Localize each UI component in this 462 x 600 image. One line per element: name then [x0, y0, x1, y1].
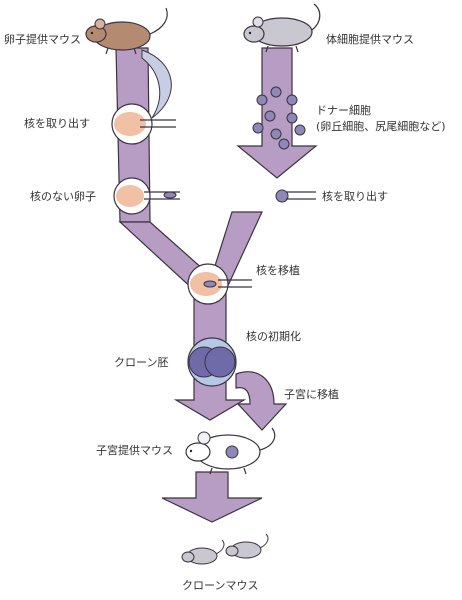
label-clone-mice: クローンマウス: [182, 579, 259, 592]
enucleated-egg: [113, 177, 180, 215]
egg-donor-mouse: [85, 7, 168, 55]
label-extract-nucleus-2: 核を取り出す: [322, 190, 388, 203]
somatic-donor-mouse: [243, 3, 321, 53]
label-surrogate-mouse: 子宮提供マウス: [96, 444, 173, 457]
curved-transfer-arrow: [235, 371, 288, 431]
surrogate-mouse: [185, 427, 276, 475]
egg-with-nucleus: [111, 103, 176, 145]
bottom-arrow: [161, 471, 263, 523]
label-clone-embryo: クローン胚: [114, 356, 169, 369]
label-donor-cells-examples: (卵丘細胞、尻尾細胞など): [316, 120, 446, 133]
label-egg-donor: 卵子提供マウス: [4, 33, 81, 46]
label-somatic-donor: 体細胞提供マウス: [326, 33, 414, 46]
egg-swoosh: [141, 49, 172, 119]
label-enucleated-egg: 核のない卵子: [30, 190, 96, 203]
label-extract-nucleus-1: 核を取り出す: [24, 117, 90, 130]
nuclear-transfer-egg: [187, 263, 252, 305]
clone-mice: [181, 533, 269, 565]
label-nuclear-transfer: 核を移植: [256, 264, 300, 277]
label-donor-cells: ドナー細胞: [316, 104, 371, 117]
label-reprogramming: 核の初期化: [246, 330, 301, 343]
clone-embryo: [187, 337, 237, 387]
donor-nucleus-extraction: [275, 189, 316, 203]
right-arrow: [236, 47, 318, 179]
donor-cells: [252, 86, 306, 150]
label-uterine-transfer: 子宮に移植: [284, 388, 339, 401]
